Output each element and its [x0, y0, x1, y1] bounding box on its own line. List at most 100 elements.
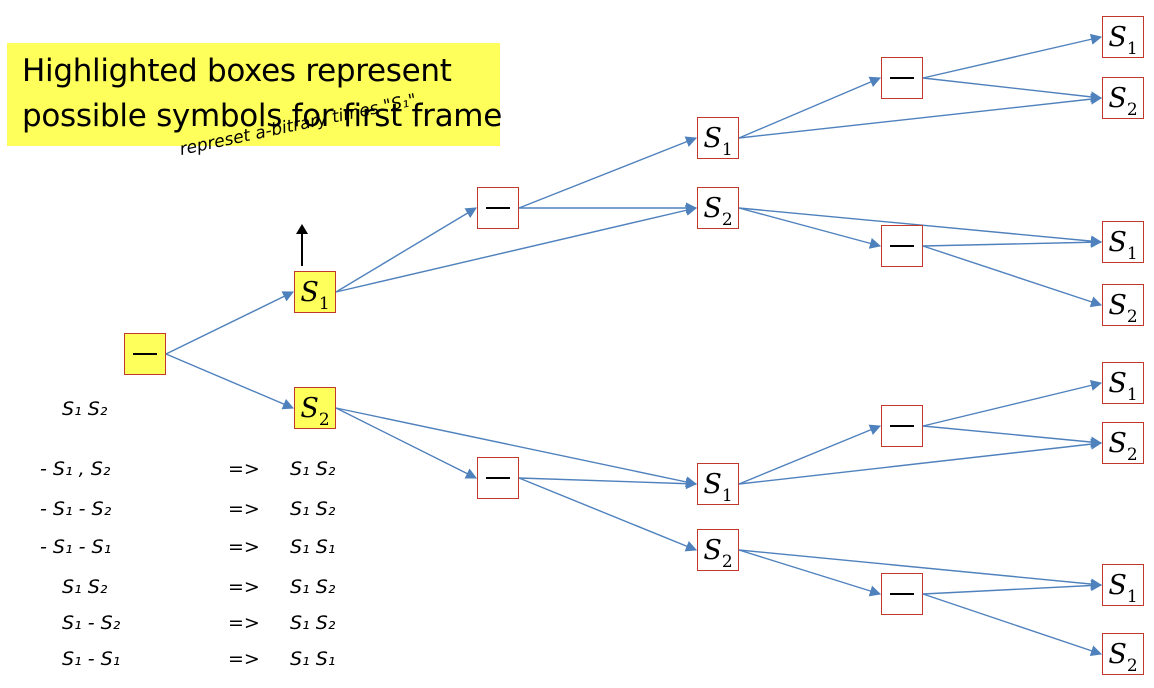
edge-n6-n10: [738, 207, 882, 249]
edge-n1-n3: [335, 207, 477, 293]
annotation-arrow-icon: [296, 224, 308, 266]
node-subscript: 2: [721, 209, 733, 230]
handwritten-rhs: S₁ S₁: [290, 648, 336, 670]
blank-dash-icon: [486, 476, 510, 480]
edge-n1-n6: [335, 204, 698, 293]
node-label: S1: [1108, 226, 1138, 264]
node-label: S1: [300, 276, 330, 314]
handwritten-arrow: =>: [228, 536, 260, 558]
node-label: S2: [1108, 82, 1138, 120]
symbol-node-s1: S1: [697, 117, 739, 159]
handwritten-arrow: =>: [228, 576, 260, 598]
symbol-node-s1: S1: [1102, 564, 1144, 606]
callout-line-1: Highlighted boxes represent: [22, 53, 452, 89]
blank-node: [124, 333, 166, 375]
edge-n11-n18: [922, 425, 1103, 448]
edge-n12-n19: [922, 579, 1103, 595]
node-label: S1: [703, 122, 733, 160]
blank-node: [477, 457, 519, 499]
node-label: S1: [1108, 367, 1138, 405]
blank-node: [881, 225, 923, 267]
handwritten-lhs: - S₁ - S₂: [40, 498, 112, 520]
node-label: S1: [1108, 569, 1138, 607]
edge-n0-n1: [165, 291, 295, 355]
handwritten-lhs: S₁ - S₁: [62, 648, 121, 670]
callout-line-2: possible symbols for first frame: [22, 98, 502, 134]
handwritten-lhs: - S₁ , S₂: [40, 458, 111, 480]
edge-n4-n7: [518, 477, 698, 490]
node-label: S2: [1108, 427, 1138, 465]
callout-text: Highlighted boxes represent possible sym…: [22, 49, 502, 139]
symbol-node-s1: S1: [1102, 362, 1144, 404]
legend-callout: Highlighted boxes represent possible sym…: [7, 43, 502, 146]
symbol-node-s1: S1: [1102, 221, 1144, 263]
node-label: S2: [703, 192, 733, 230]
blank-dash-icon: [890, 592, 914, 596]
node-label: S1: [703, 468, 733, 506]
node-subscript: 2: [318, 409, 330, 430]
symbol-node-s2: S2: [294, 387, 336, 429]
handwritten-lhs: S₁ - S₂: [62, 612, 121, 634]
edge-n7-n18: [738, 438, 1103, 485]
symbol-node-s2: S2: [697, 187, 739, 229]
symbol-node-s2: S2: [1102, 422, 1144, 464]
edge-n8-n12: [738, 549, 882, 597]
symbol-node-s2: S2: [697, 529, 739, 571]
blank-dash-icon: [890, 76, 914, 80]
symbol-node-s2: S2: [1102, 77, 1144, 119]
node-subscript: 1: [1126, 243, 1138, 264]
edge-n2-n4: [335, 407, 478, 479]
node-subscript: 1: [1126, 384, 1138, 405]
edge-n0-n2: [165, 353, 295, 410]
edge-n8-n19: [738, 549, 1103, 590]
node-label: S2: [703, 534, 733, 572]
blank-node: [477, 187, 519, 229]
node-subscript: 2: [1126, 444, 1138, 465]
handwritten-lhs: - S₁ - S₁: [40, 536, 112, 558]
edge-n9-n14: [922, 77, 1103, 103]
symbol-node-s1: S1: [697, 463, 739, 505]
handwritten-lhs: S₁ S₂: [62, 576, 108, 598]
edge-n5-n9: [738, 76, 882, 139]
node-subscript: 2: [1126, 306, 1138, 327]
symbol-node-s1: S1: [1102, 16, 1144, 58]
node-label: S2: [300, 392, 330, 430]
node-label: S1: [1108, 21, 1138, 59]
edge-n5-n14: [738, 93, 1103, 139]
handwritten-rhs: S₁ S₂: [290, 576, 336, 598]
handwritten-rhs: S₁ S₂: [290, 498, 336, 520]
handwritten-arrow: =>: [228, 612, 260, 634]
handwritten-arrow: =>: [228, 498, 260, 520]
node-subscript: 1: [318, 293, 330, 314]
handwritten-rhs: S₁ S₂: [290, 612, 336, 634]
edge-n9-n13: [922, 33, 1103, 79]
node-subscript: 1: [721, 139, 733, 160]
handwritten-arrow: =>: [228, 458, 260, 480]
symbol-node-s1: S1: [294, 271, 336, 313]
handwritten-arrow: =>: [228, 648, 260, 670]
blank-dash-icon: [486, 206, 510, 210]
blank-dash-icon: [890, 424, 914, 428]
node-subscript: 1: [1126, 586, 1138, 607]
node-label: S2: [1108, 638, 1138, 676]
symbol-node-s2: S2: [1102, 633, 1144, 675]
edge-n12-n20: [922, 593, 1103, 657]
handwritten-rhs: S₁ S₁: [290, 536, 336, 558]
edge-n11-n17: [922, 379, 1103, 427]
handwritten-header: S₁ S₂: [62, 398, 108, 420]
edge-n10-n15: [922, 236, 1103, 248]
node-subscript: 2: [1126, 655, 1138, 676]
edge-n10-n16: [922, 245, 1103, 308]
handwritten-rhs: S₁ S₂: [290, 458, 336, 480]
blank-dash-icon: [890, 244, 914, 248]
symbol-node-s2: S2: [1102, 284, 1144, 326]
blank-dash-icon: [133, 352, 157, 356]
edge-n4-n8: [518, 477, 698, 552]
edge-n2-n7: [335, 407, 698, 488]
node-subscript: 1: [721, 485, 733, 506]
blank-node: [881, 405, 923, 447]
node-label: S2: [1108, 289, 1138, 327]
blank-node: [881, 573, 923, 615]
blank-node: [881, 57, 923, 99]
